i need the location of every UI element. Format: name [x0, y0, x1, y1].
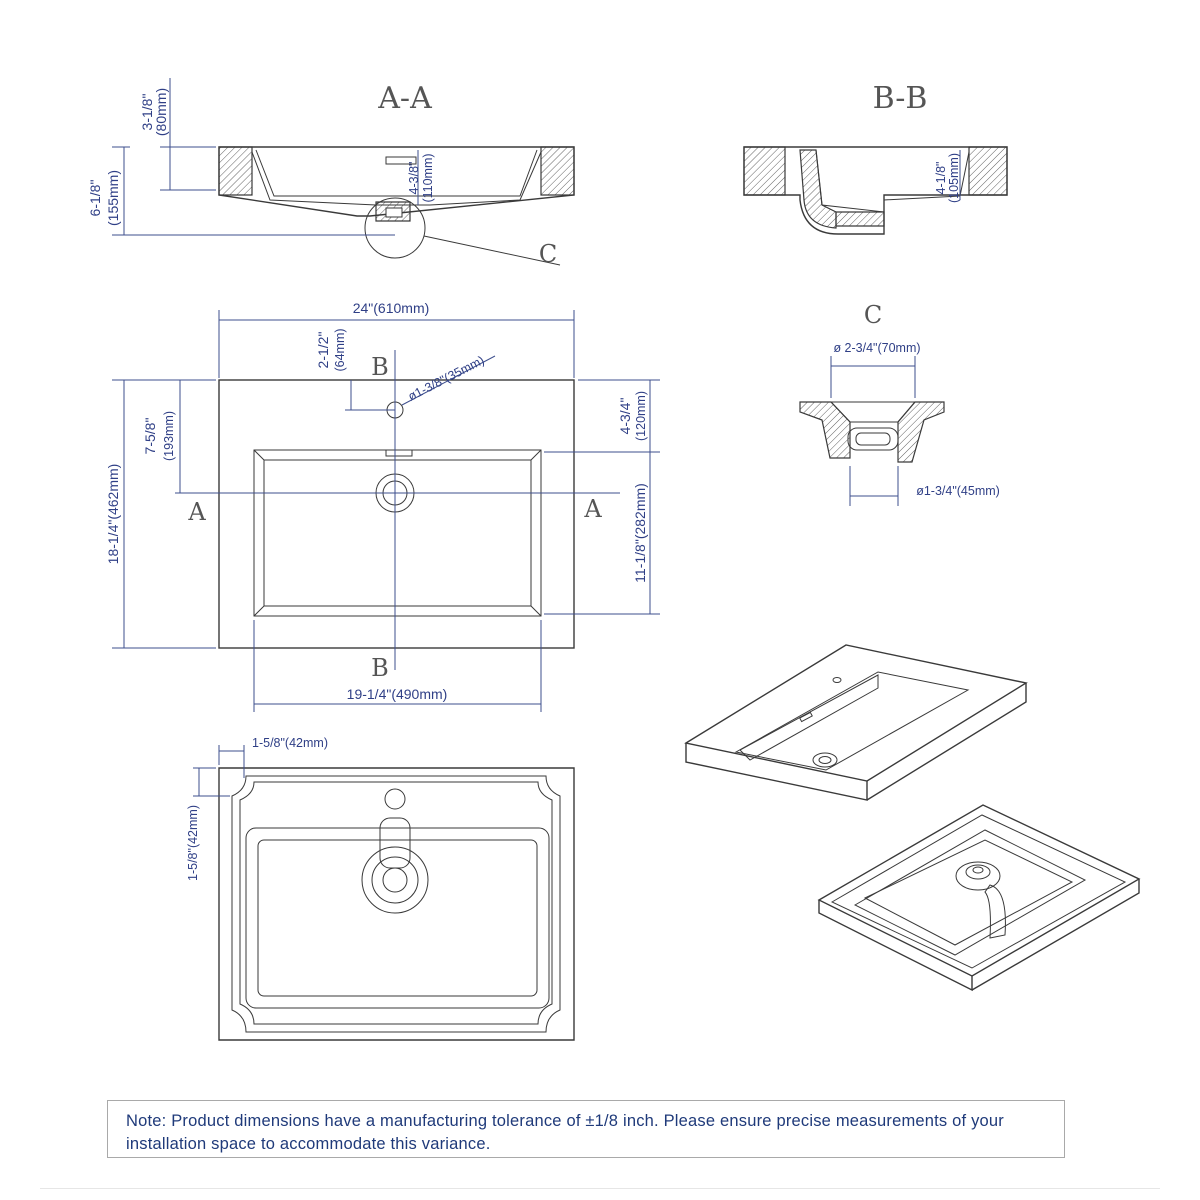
aa-depth-mm: (110mm) — [421, 153, 435, 202]
right-upper-in: 4-3/4" — [617, 398, 633, 435]
detail-c: C ø 2-3/4"(70mm) ø1-3/4"(45mm) — [799, 301, 1000, 506]
iso-top-drain — [812, 752, 838, 768]
right-upper-mm: (120mm) — [634, 391, 648, 441]
iso-top-bowl — [734, 671, 970, 771]
aa-height-in: 6-1/8" — [87, 180, 103, 217]
top-bowl-outer — [253, 449, 542, 617]
aa-drain-hole — [385, 207, 403, 218]
under-h-dim: 1-5/8"(42mm) — [252, 736, 328, 750]
to-drain-mm: (193mm) — [162, 411, 176, 461]
iso-bottom-outline — [817, 804, 1141, 977]
detail-c-circle — [364, 197, 426, 259]
section-label-aa: A-A — [377, 81, 432, 116]
faucet-offset-mm: (64mm) — [333, 328, 347, 371]
under-drain-outer — [361, 846, 429, 914]
iso-top-overflow — [799, 711, 813, 723]
section-a-left: A — [187, 498, 206, 526]
bb-overflow-channel — [799, 149, 837, 229]
bowl-width-dim: 19-1/4"(490mm) — [347, 686, 448, 702]
under-faucet-hole — [384, 788, 406, 810]
bb-bowl-inner — [815, 149, 970, 213]
iso-bottom-rim — [830, 814, 1127, 969]
aa-bowl-inner — [251, 151, 542, 206]
isometric-bottom-view — [817, 804, 1141, 992]
under-v-dim: 1-5/8"(42mm) — [186, 805, 200, 881]
section-a-right: A — [583, 495, 602, 523]
aa-height-mm: (155mm) — [105, 170, 121, 226]
c-right-body — [897, 401, 945, 463]
bb-outer-profile — [743, 146, 1008, 235]
under-drain-inner — [382, 867, 408, 893]
under-rim — [231, 775, 561, 1033]
faucet-hole-dim: ø1-3/8"(35mm) — [406, 353, 487, 403]
to-drain-in: 7-5/8" — [142, 418, 158, 455]
iso-top-bowl-wall — [739, 674, 879, 761]
iso-bottom-front-edge — [818, 900, 973, 992]
bb-right-rim — [968, 146, 1008, 196]
c-outlet-inner — [855, 432, 891, 446]
under-bowl-outer — [245, 827, 550, 1009]
top-bowl-inner — [263, 459, 532, 607]
aa-top-dim-mm: (80mm) — [153, 88, 169, 136]
bb-drain — [835, 211, 885, 227]
underside-view: 1-5/8"(42mm) 1-5/8"(42mm) — [186, 736, 575, 1041]
iso-bottom-bowl-inner — [863, 839, 1074, 946]
iso-top-front-edge — [685, 743, 868, 801]
iso-bottom-side-edge — [971, 879, 1140, 991]
iso-top-side-edge — [866, 683, 1027, 801]
aa-overflow-slot — [385, 156, 417, 165]
top-width-dim: 24"(610mm) — [353, 300, 430, 316]
iso-bottom-drain — [955, 861, 1001, 891]
bb-depth-in: 4-1/8" — [934, 162, 948, 195]
iso-bottom-bowl — [853, 829, 1087, 956]
aa-right-rim — [540, 146, 575, 196]
bb-left-rim — [743, 146, 786, 196]
iso-bottom-overflow-channel — [984, 884, 1006, 939]
aa-bowl-line — [255, 149, 538, 197]
c-left-body — [799, 401, 851, 459]
section-b-top: B — [371, 353, 389, 381]
section-label-bb: B-B — [873, 81, 928, 116]
aa-left-rim — [218, 146, 253, 196]
c-top-dim: ø 2-3/4"(70mm) — [833, 341, 920, 355]
c-bottom-dim: ø1-3/4"(45mm) — [916, 484, 1000, 498]
detail-c-leader — [423, 235, 561, 266]
tolerance-note: Note: Product dimensions have a manufact… — [107, 1100, 1065, 1158]
top-overflow-slot — [385, 449, 413, 457]
section-b-bottom: B — [371, 654, 389, 682]
faucet-offset-in: 2-1/2" — [315, 332, 331, 369]
under-drain-mid — [371, 856, 419, 904]
iso-top-surface — [684, 644, 1028, 782]
bb-depth-mm: (105mm) — [947, 153, 961, 203]
section-b-b: B-B 4-1/8" (105mm) — [743, 81, 1008, 235]
aa-depth-in: 4-3/8" — [407, 162, 421, 195]
depth-total-dim: 18-1/4"(462mm) — [105, 464, 121, 565]
section-a-a: A-A C 3-1/8" (80mm) 6-1/8" (155mm) 4-3 — [87, 78, 575, 268]
aa-top-dim-in: 3-1/8" — [139, 94, 155, 131]
under-bowl-inner — [257, 839, 538, 997]
c-seat — [829, 401, 917, 423]
right-lower-dim: 11-1/8"(282mm) — [632, 483, 648, 583]
under-outline — [218, 767, 575, 1041]
top-view: 24"(610mm) B B A A 2-1/2" (64mm) ø1-3/8"… — [105, 300, 660, 712]
top-outline — [218, 379, 575, 649]
isometric-top-view — [684, 644, 1028, 801]
detail-c-marker: C — [539, 240, 557, 268]
detail-c-title: C — [864, 301, 882, 329]
under-rim-inner — [239, 781, 553, 1025]
bottom-divider — [40, 1188, 1160, 1189]
iso-top-faucet-hole — [832, 677, 842, 683]
c-outlet — [847, 427, 899, 451]
under-overflow — [379, 817, 411, 869]
